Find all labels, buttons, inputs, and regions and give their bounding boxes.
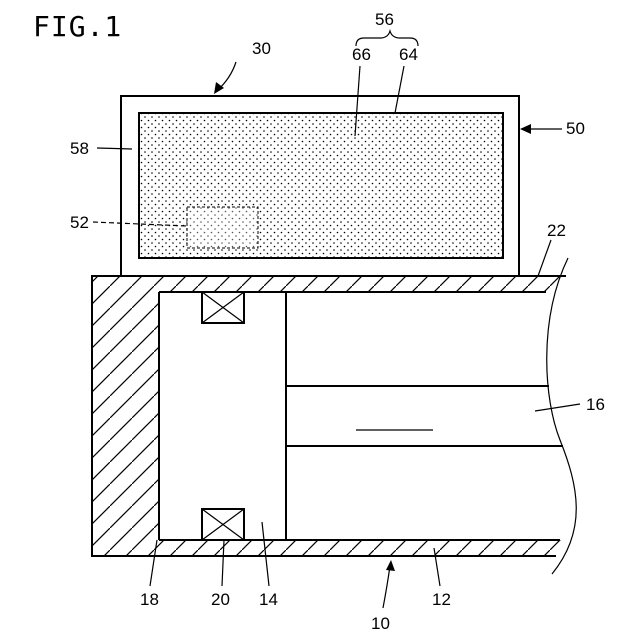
- leader-58: [97, 148, 132, 149]
- ref-20: 20: [211, 590, 230, 609]
- bearing-bottom-icon: [202, 509, 244, 540]
- ref-58: 58: [70, 139, 89, 158]
- arrow-30: [214, 62, 236, 94]
- ref-64: 64: [399, 45, 418, 64]
- ref-18: 18: [140, 590, 159, 609]
- leader-64: [395, 66, 404, 113]
- bearing-top-icon: [202, 292, 244, 323]
- ref-14: 14: [259, 590, 278, 609]
- leader-16: [535, 404, 580, 411]
- ref-30: 30: [252, 39, 271, 58]
- ref-52: 52: [70, 213, 89, 232]
- leader-22: [538, 240, 551, 276]
- ref-50: 50: [566, 119, 585, 138]
- break-line: [547, 258, 577, 574]
- ref-66: 66: [352, 45, 371, 64]
- arrow-50: [520, 124, 562, 134]
- dashed-sensor-region: [187, 207, 258, 248]
- arrow-10: [383, 560, 395, 608]
- ref-12: 12: [432, 590, 451, 609]
- ref-22: 22: [547, 221, 566, 240]
- device-outline: [92, 276, 566, 556]
- ref-56: 56: [375, 10, 394, 29]
- figure-title: FIG.1: [33, 10, 122, 43]
- hatched-wall: [92, 276, 579, 556]
- ref-10: 10: [371, 614, 390, 633]
- brace-56: [356, 31, 418, 46]
- ref-16: 16: [586, 395, 605, 414]
